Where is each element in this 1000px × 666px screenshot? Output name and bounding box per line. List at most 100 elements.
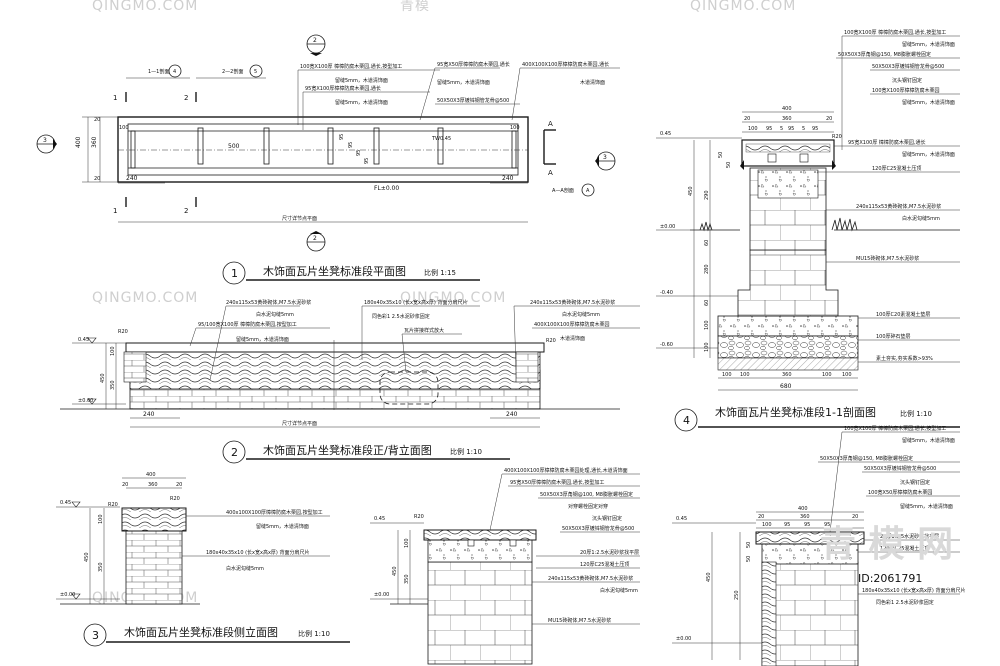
svg-text:120厚C25混凝土压顶: 120厚C25混凝土压顶 (872, 165, 921, 172)
svg-text:60: 60 (704, 300, 710, 306)
svg-text:250: 250 (734, 590, 740, 600)
svg-text:95: 95 (824, 522, 830, 528)
drawing-number: 1 (231, 267, 238, 280)
plan-tw: TW0.45 (431, 136, 451, 142)
svg-text:100: 100 (704, 342, 710, 352)
svg-text:100: 100 (762, 522, 772, 528)
svg-text:95: 95 (788, 126, 794, 132)
plan-note: 100宽X100厚 樟樟防腐木栗园,通长,按型加工 (300, 63, 402, 70)
elev-note: 同色彩1 2.5水泥砂浆固定 (372, 313, 430, 320)
svg-text:400X100X100厚樟樟防腐木栗园处理,通长,木道清饰面: 400X100X100厚樟樟防腐木栗园处理,通长,木道清饰面 (504, 467, 628, 474)
svg-text:50: 50 (726, 162, 732, 168)
svg-text:MU15砖砌体,M7.5水泥砂浆: MU15砖砌体,M7.5水泥砂浆 (548, 617, 611, 624)
plan-dim-240: 240 (126, 175, 138, 182)
svg-text:5: 5 (254, 69, 257, 75)
plan-dim-20: 20 (94, 176, 100, 182)
svg-text:350: 350 (98, 562, 104, 572)
plan-dim-95: 95 (348, 142, 354, 148)
svg-text:95: 95 (804, 522, 810, 528)
plan-note: 留缝5mm，木道清饰面 (335, 77, 388, 84)
watermark-layer: QINGMO.COM 青模 QINGMO.COM QINGMO.COM QING… (92, 0, 795, 606)
drawing-number: 3 (92, 629, 99, 642)
svg-text:400x100X100厚樟樟防腐木栗园,按型加工: 400x100X100厚樟樟防腐木栗园,按型加工 (226, 509, 323, 516)
svg-text:100: 100 (98, 514, 104, 524)
svg-text:100: 100 (110, 346, 116, 356)
svg-text:100: 100 (704, 320, 710, 330)
side-wood-cap (121, 507, 187, 532)
svg-text:50X50X3厚镀锌钢管龙骨@500: 50X50X3厚镀锌钢管龙骨@500 (562, 525, 634, 532)
sect-aa: A—A剖面 (552, 187, 574, 194)
svg-text:280: 280 (704, 264, 710, 274)
side-brick-pier (125, 529, 183, 605)
section-footing (737, 249, 839, 317)
svg-text:360: 360 (782, 116, 792, 122)
plan-note: 木道清饰面 (580, 79, 605, 86)
svg-text:50X50X3厚角钢@100, M8膨胀螺栓固定: 50X50X3厚角钢@100, M8膨胀螺栓固定 (540, 491, 633, 498)
svg-text:100: 100 (740, 372, 750, 378)
svg-text:450: 450 (392, 566, 398, 576)
svg-text:MU15砖砌体,M7.5水泥砂浆: MU15砖砌体,M7.5水泥砂浆 (856, 255, 919, 262)
svg-text:95宽X100厚 樟樟防腐木栗园,通长: 95宽X100厚 樟樟防腐木栗园,通长 (848, 139, 926, 146)
svg-text:20: 20 (852, 514, 858, 520)
svg-text:50: 50 (746, 542, 752, 548)
svg-text:0.45: 0.45 (374, 516, 385, 522)
plan-outline (117, 116, 529, 183)
svg-text:3: 3 (43, 137, 47, 144)
plan-dim-100: 100 (119, 125, 129, 131)
svg-text:360: 360 (148, 482, 158, 488)
svg-text:180x40x35x10 (长x宽x高x厚) 背面分肩尺片: 180x40x35x10 (长x宽x高x厚) 背面分肩尺片 (206, 549, 309, 556)
section-notes: 100宽X100厚 樟樟防腐木栗园,通长,按型加工 留缝5mm，木道清饰面 50… (818, 29, 960, 363)
plan-section-a: A (548, 120, 553, 128)
drawing-2-elevation: 0.45 ±0.00 100 450 350 240 240 R20 R20 尺… (60, 299, 640, 464)
tile-detail-callout (379, 371, 439, 405)
drawing-number: 4 (683, 414, 690, 427)
plan-dim-100: 100 (510, 125, 520, 131)
elev-note: 瓦片拼接样式放大 (404, 327, 444, 334)
svg-text:350: 350 (404, 574, 410, 584)
svg-text:240x115x53黄砖砌体,M7.5水泥砂浆: 240x115x53黄砖砌体,M7.5水泥砂浆 (548, 575, 633, 582)
drawing-3-side: 400 20 360 20 R20 R20 100 450 350 0.45 ±… (56, 472, 350, 647)
elev-note: 木道清饰面 (560, 335, 585, 342)
plan-dim-400: 400 (75, 136, 82, 148)
svg-text:20厚1:2.5水泥砂浆找平层: 20厚1:2.5水泥砂浆找平层 (880, 533, 939, 540)
svg-text:3: 3 (603, 154, 607, 161)
detail6-brick (761, 561, 859, 666)
svg-text:100: 100 (404, 538, 410, 548)
svg-text:留缝5mm，木道清饰面: 留缝5mm，木道清饰面 (902, 99, 955, 106)
svg-text:20: 20 (744, 116, 750, 122)
svg-text:4: 4 (173, 69, 176, 75)
detail-notes: 400X100X100厚樟樟防腐木栗园处理,通长,木道清饰面 95宽X50厚樟樟… (489, 467, 640, 625)
svg-text:±0.00: ±0.00 (374, 592, 389, 598)
svg-text:沉头钢钉固定: 沉头钢钉固定 (592, 515, 622, 522)
plan-dim-95: 95 (339, 134, 345, 140)
svg-text:0.45: 0.45 (60, 500, 71, 506)
svg-text:240: 240 (143, 411, 155, 418)
svg-text:50X50X3厚镀锌钢管龙骨@500: 50X50X3厚镀锌钢管龙骨@500 (864, 465, 936, 472)
watermark-logo-text: 青 模 网 (820, 524, 953, 565)
svg-text:1: 1 (113, 94, 117, 102)
svg-text:白水泥勾缝5mm: 白水泥勾缝5mm (600, 587, 638, 594)
svg-text:5: 5 (802, 126, 805, 132)
plan-dim-500: 500 (228, 143, 240, 150)
detail-wood (423, 529, 537, 541)
plan-dim-360: 360 (91, 136, 98, 148)
plan-dim-95: 95 (356, 150, 362, 156)
drawing-scale: 比例 1:15 (424, 268, 456, 277)
sect-ref-1-1: 1—1剖面 (148, 68, 169, 75)
level-0.45: 0.45 (78, 337, 89, 343)
elevation-marker-bottom: 2 (306, 231, 326, 252)
elev-note: 400X100X100厚樟樟防腐木栗园 (534, 321, 609, 328)
elev-note: 白水泥勾缝5mm (256, 311, 294, 318)
plan-section-a2: A (548, 169, 553, 177)
svg-text:50: 50 (718, 152, 724, 158)
svg-text:A: A (586, 188, 590, 194)
svg-text:95: 95 (784, 522, 790, 528)
drawing-4-section: 400 20 360 20 100 95 5 95 5 95 R20 50 50… (656, 29, 960, 432)
section-concrete-cap (757, 169, 819, 199)
plan-note: 400X100X100厚樟樟防腐木栗园,通长 (522, 61, 609, 68)
drawing-number: 2 (231, 446, 238, 459)
svg-text:留缝5mm，木道清饰面: 留缝5mm，木道清饰面 (902, 151, 955, 158)
drawing-1-plan: 400 360 20 20 100 100 500 240 240 95 95 … (36, 34, 620, 285)
svg-text:20: 20 (758, 514, 764, 520)
